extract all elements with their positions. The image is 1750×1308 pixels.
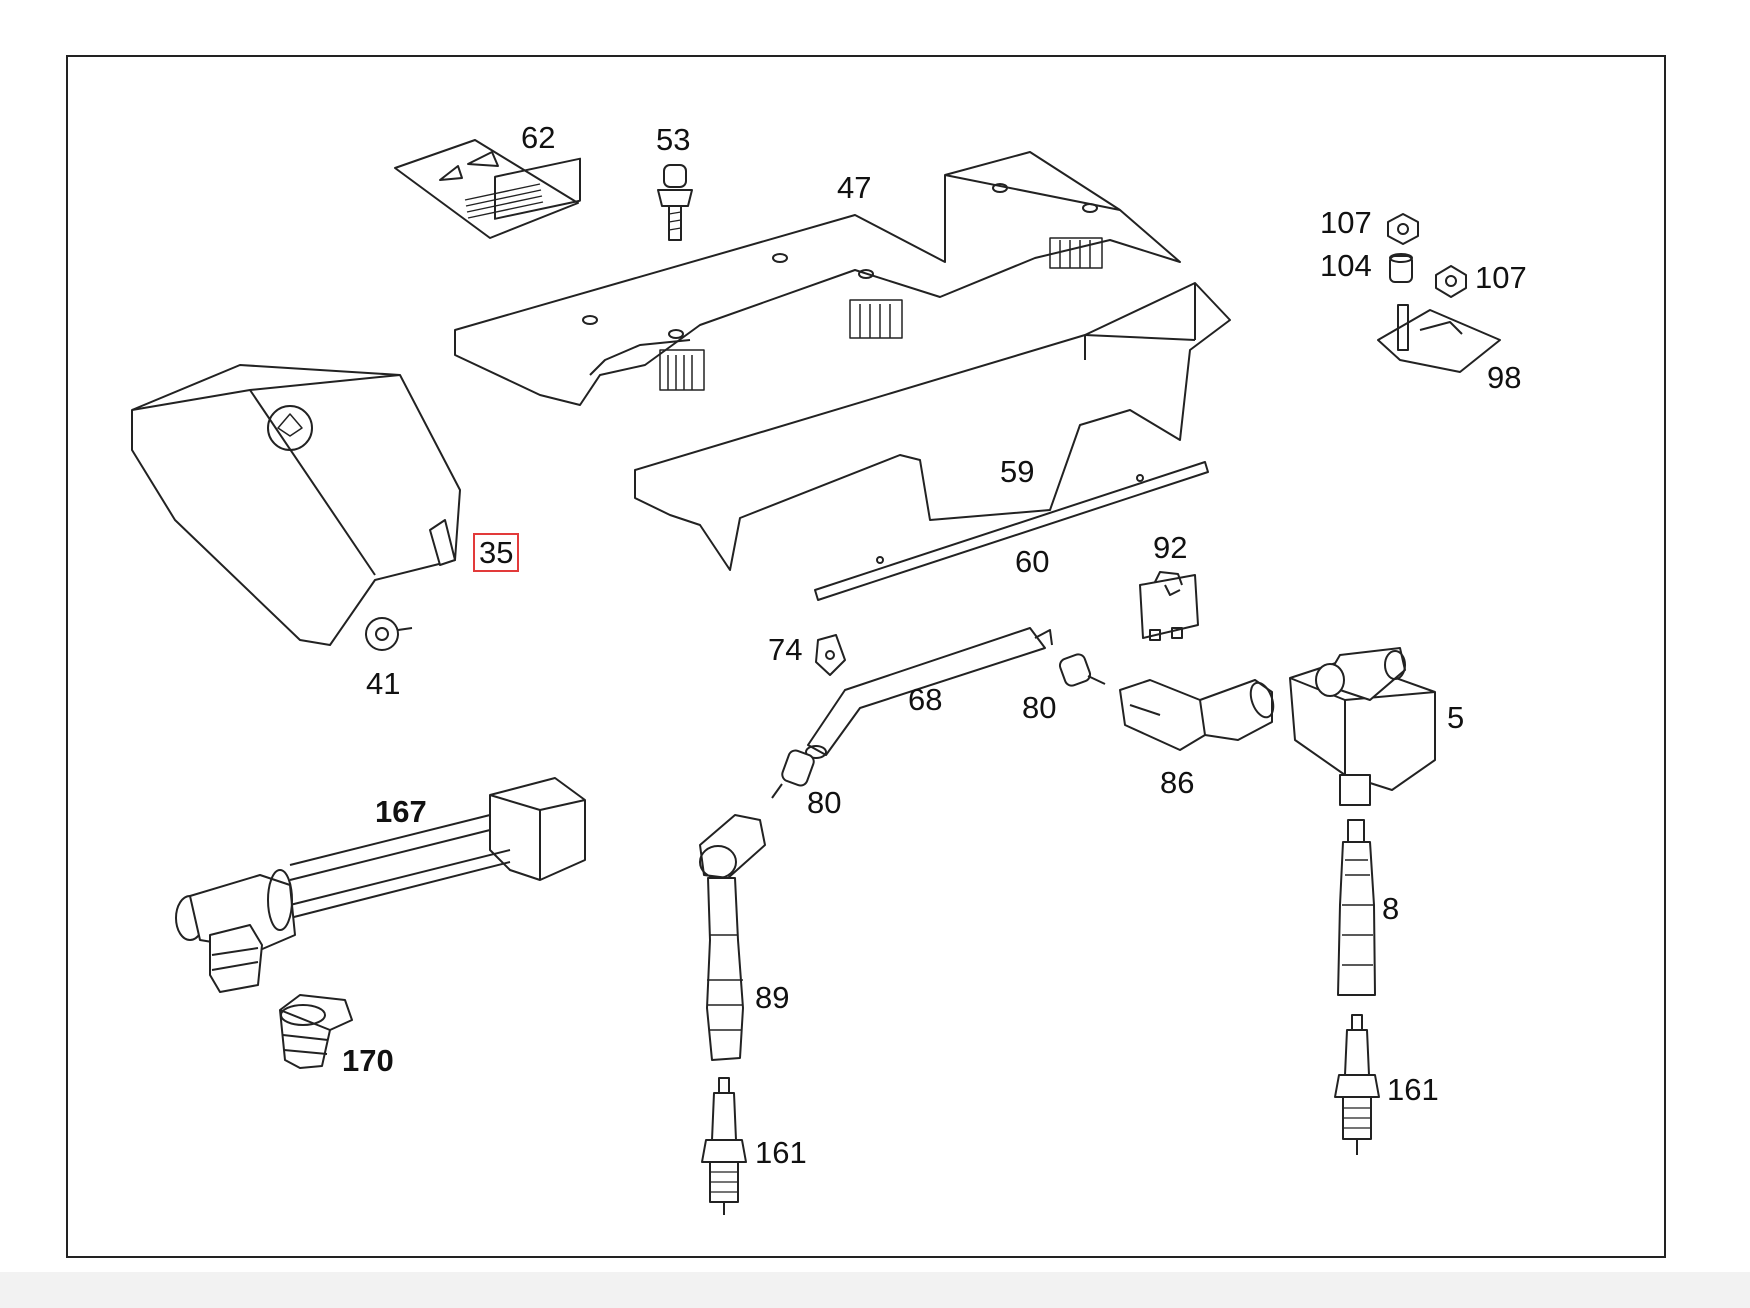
label-47[interactable]: 47 xyxy=(837,170,872,205)
label-59[interactable]: 59 xyxy=(1000,454,1035,489)
label-170[interactable]: 170 xyxy=(342,1043,394,1078)
decal-part[interactable] xyxy=(394,139,581,239)
label-167[interactable]: 167 xyxy=(375,794,427,829)
label-98[interactable]: 98 xyxy=(1487,360,1522,395)
rail-60[interactable] xyxy=(814,461,1209,601)
spark-plug-161-right[interactable] xyxy=(1334,1014,1380,1155)
plug-boot-89[interactable] xyxy=(699,814,766,1061)
plug-extension-8[interactable] xyxy=(1337,819,1376,996)
label-107-right[interactable]: 107 xyxy=(1475,260,1527,295)
label-8[interactable]: 8 xyxy=(1382,891,1400,926)
bolt-53[interactable] xyxy=(657,164,693,241)
connector-80-left[interactable] xyxy=(771,749,816,799)
label-41[interactable]: 41 xyxy=(366,666,401,701)
label-80-right[interactable]: 80 xyxy=(1022,690,1057,725)
label-92[interactable]: 92 xyxy=(1153,530,1188,565)
plug-boot-86[interactable] xyxy=(1119,679,1278,751)
label-74[interactable]: 74 xyxy=(768,632,803,667)
engine-cover-35[interactable] xyxy=(131,364,461,646)
ignition-coil-5[interactable] xyxy=(1289,647,1436,806)
label-107-top[interactable]: 107 xyxy=(1320,205,1372,240)
clip-74[interactable] xyxy=(815,634,846,676)
bracket-hardware[interactable] xyxy=(1377,213,1501,373)
spark-plug-161-left[interactable] xyxy=(701,1077,747,1215)
label-86[interactable]: 86 xyxy=(1160,765,1195,800)
bracket-92[interactable] xyxy=(1139,571,1199,641)
label-161-right[interactable]: 161 xyxy=(1387,1072,1439,1107)
cover-strip-47[interactable] xyxy=(454,151,1181,406)
clip-41[interactable] xyxy=(365,617,413,651)
label-89[interactable]: 89 xyxy=(755,980,790,1015)
label-68[interactable]: 68 xyxy=(908,682,943,717)
label-62[interactable]: 62 xyxy=(521,120,556,155)
boot-170[interactable] xyxy=(279,994,353,1069)
label-60[interactable]: 60 xyxy=(1015,544,1050,579)
label-161-left[interactable]: 161 xyxy=(755,1135,807,1170)
label-53[interactable]: 53 xyxy=(656,122,691,157)
ignition-lead-68[interactable] xyxy=(805,627,1053,759)
connector-80-right[interactable] xyxy=(1058,652,1106,687)
label-5[interactable]: 5 xyxy=(1447,700,1465,735)
label-35-selected[interactable]: 35 xyxy=(472,533,520,572)
label-104[interactable]: 104 xyxy=(1320,248,1372,283)
label-80-left[interactable]: 80 xyxy=(807,785,842,820)
cover-59[interactable] xyxy=(634,282,1231,571)
bottom-bar xyxy=(0,1272,1750,1308)
harness-167[interactable] xyxy=(175,777,586,993)
